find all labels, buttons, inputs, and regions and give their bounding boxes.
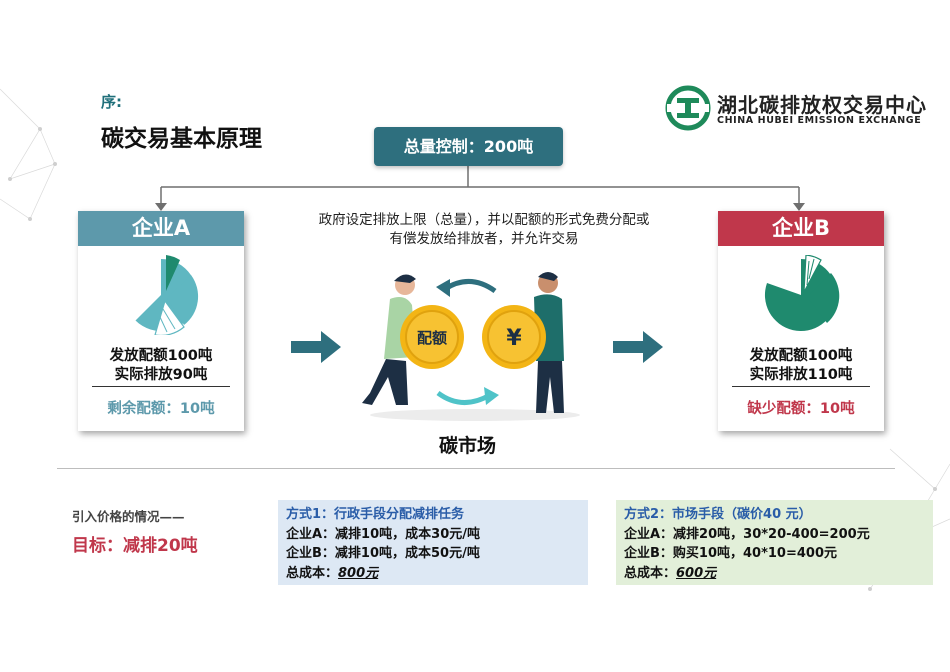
method-1-total-value: 800元 <box>338 565 379 581</box>
enterprise-b-separator <box>732 386 870 387</box>
enterprise-a-issued: 发放配额100吨 <box>109 348 213 364</box>
logo-name-cn: 湖北碳排放权交易中心 <box>717 93 927 117</box>
method-2-box: 方式2：市场手段（碳价40 元） 企业A：减排20吨，30*20-400=200… <box>616 500 933 585</box>
enterprise-a-separator <box>92 386 230 387</box>
enterprise-a-actual: 实际排放90吨 <box>114 367 208 383</box>
method-2-total-value: 600元 <box>676 565 717 581</box>
method-2-line-b: 企业B：购买10吨，40*10=400元 <box>624 546 838 561</box>
method-1-box: 方式1：行政手段分配减排任务 企业A：减排10吨，成本30元/吨 企业B：减排1… <box>278 500 588 585</box>
pricing-intro: 引入价格的情况—— <box>72 509 185 524</box>
method-2-title: 方式2：市场手段（碳价40 元） <box>624 507 812 522</box>
page-title: 碳交易基本原理 <box>101 126 262 152</box>
enterprise-a-result: 剩余配额：10吨 <box>107 401 215 417</box>
logo-name-en: CHINA HUBEI EMISSION EXCHANGE <box>717 115 922 126</box>
enterprise-b-card: 企业B 发放配额100吨 实际排放110吨 缺少配额：10吨 <box>718 211 884 431</box>
arrow-right-icon <box>291 331 341 363</box>
method-2-line-a: 企业A：减排20吨，30*20-400=200元 <box>624 526 870 542</box>
enterprise-a-title: 企业A <box>78 211 244 246</box>
slide: 序: 碳交易基本原理 湖北碳排放权交易中心 CHINA HUBEI EMISSI… <box>0 69 950 604</box>
enterprise-b-result: 缺少配额：10吨 <box>747 401 855 417</box>
cap-description: 政府设定排放上限（总量），并以配额的形式免费分配或 有偿发放给排放者，并允许交易 <box>284 211 684 249</box>
enterprise-b-pie-icon <box>764 255 840 331</box>
method-2-total: 总成本：600元 <box>624 564 925 584</box>
reduction-goal: 目标：减排20吨 <box>72 536 198 556</box>
enterprise-b-title: 企业B <box>718 211 884 246</box>
enterprise-a-card: 企业A 发放配额100吨 实际排放90吨 剩余配额：10吨 <box>78 211 244 431</box>
method-1-title: 方式1：行政手段分配减排任务 <box>286 507 465 522</box>
distribution-connector-lines <box>155 166 805 211</box>
arrow-right-icon <box>613 331 663 363</box>
exchange-logo-icon <box>665 85 711 131</box>
coin-quota-label: 配额 <box>417 329 447 347</box>
method-1-total-label: 总成本： <box>286 565 339 581</box>
enterprise-a-pie-icon <box>135 255 199 335</box>
exchange-logo: 湖北碳排放权交易中心 CHINA HUBEI EMISSION EXCHANGE <box>665 85 930 131</box>
cap-description-line-1: 政府设定排放上限（总量），并以配额的形式免费分配或 <box>318 212 650 228</box>
cap-description-line-2: 有偿发放给排放者，并允许交易 <box>389 231 579 247</box>
method-1-line-a: 企业A：减排10吨，成本30元/吨 <box>286 526 480 542</box>
carbon-market-label: 碳市场 <box>439 435 497 457</box>
coin-yuan-label: ¥ <box>506 326 522 351</box>
method-2-total-label: 总成本： <box>624 565 677 581</box>
trading-illustration: 配额 ¥ <box>362 272 580 421</box>
total-control-box: 总量控制：200吨 <box>374 127 563 166</box>
method-1-total: 总成本：800元 <box>286 564 580 584</box>
section-divider <box>57 468 895 469</box>
enterprise-b-actual: 实际排放110吨 <box>749 367 853 383</box>
section-prefix: 序: <box>101 93 122 111</box>
method-1-line-b: 企业B：减排10吨，成本50元/吨 <box>286 546 480 561</box>
enterprise-b-issued: 发放配额100吨 <box>749 348 853 364</box>
